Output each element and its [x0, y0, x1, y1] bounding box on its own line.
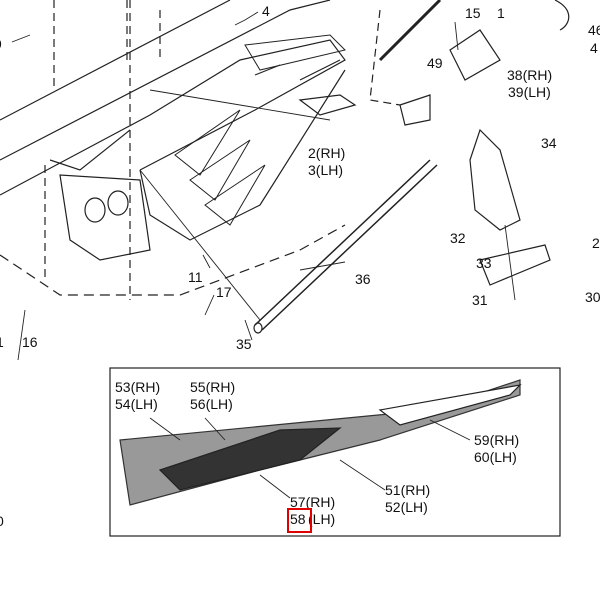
callout-33: 33	[476, 255, 492, 271]
callout-47: 4	[590, 40, 598, 56]
callout-16: 16	[22, 334, 38, 350]
callout-58[interactable]: 58	[290, 511, 306, 527]
callout-9: 9	[0, 36, 2, 52]
callout-56: 56(LH)	[190, 396, 233, 412]
highlight-box	[287, 508, 312, 533]
callout-0: 0	[0, 513, 4, 529]
callout-38: 38(RH)	[507, 67, 553, 83]
callout-34: 34	[541, 135, 557, 151]
callout-46: 46	[588, 22, 600, 38]
callout-49: 49	[427, 55, 443, 71]
callout-36: 36	[355, 271, 371, 287]
callout-29: 2	[592, 235, 600, 251]
callout-39: 39(LH)	[508, 84, 551, 100]
callout-11: 11	[188, 269, 203, 285]
callout-17: 17	[216, 284, 232, 300]
callout-53: 53(RH)	[115, 379, 161, 395]
callout-15: 15	[465, 5, 481, 21]
callout-58-side: (LH)	[308, 511, 336, 527]
callout-4: 4	[262, 3, 270, 19]
callout-2: 2(RH)	[308, 145, 346, 161]
callout-57: 57(RH)	[290, 494, 336, 510]
callout-35: 35	[236, 336, 252, 352]
callout-55: 55(RH)	[190, 379, 236, 395]
callout-31: 31	[472, 292, 488, 308]
callout-1: 1	[497, 5, 505, 21]
callout-30: 30	[585, 289, 600, 305]
callout-52: 52(LH)	[385, 499, 428, 515]
callout-59: 59(RH)	[474, 432, 520, 448]
callout-3: 3(LH)	[308, 162, 344, 178]
callout-60: 60(LH)	[474, 449, 517, 465]
callout-51: 51(RH)	[385, 482, 431, 498]
callout-1b: 1	[0, 334, 4, 350]
callout-54: 54(LH)	[115, 396, 158, 412]
callout-32: 32	[450, 230, 466, 246]
